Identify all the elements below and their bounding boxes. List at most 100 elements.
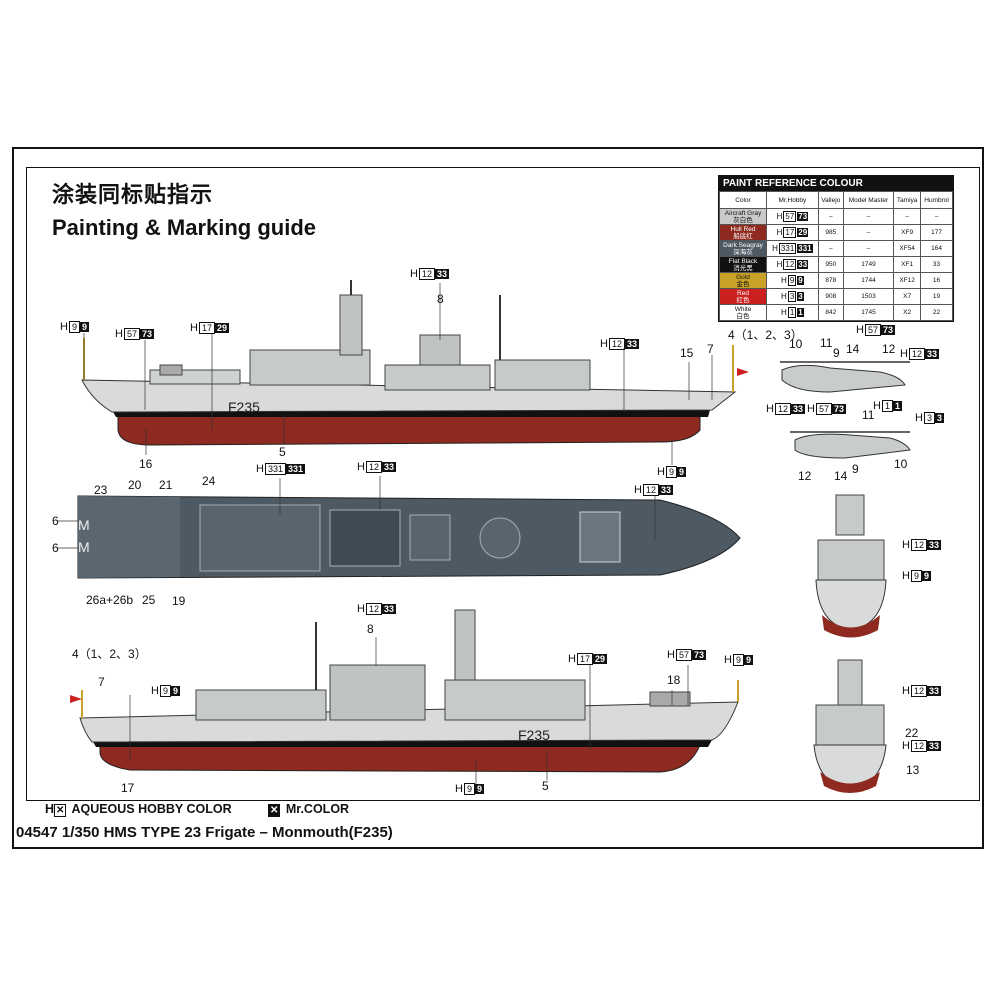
part-label: 5 [542, 779, 549, 793]
paint-reference-table: PAINT REFERENCE COLOUR Color Mr.Hobby Va… [718, 175, 954, 322]
aqueous-legend: H✕ AQUEOUS HOBBY COLOR [45, 802, 232, 817]
part-label: 10 [789, 337, 803, 351]
part-label: 8 [437, 292, 444, 306]
color-name: Red [737, 289, 749, 297]
color-name-cn: 金色 [736, 280, 750, 288]
title-chinese: 涂装同标贴指示 [52, 183, 214, 208]
part-label: 14 [834, 469, 848, 483]
part-label: 11 [820, 336, 833, 350]
part-label: 7 [98, 675, 105, 689]
ship-stern-view [815, 494, 887, 638]
part-label: 9 [833, 346, 840, 360]
ship-side-view-top: F235 [81, 280, 749, 465]
color-swatch: Hull Red 船底红 [719, 224, 767, 241]
part-label: 9 [852, 462, 859, 476]
part-label: 24 [202, 474, 216, 488]
ship-side-view-bottom: F235 [70, 609, 739, 786]
aqueous-prefix: H [45, 802, 55, 816]
part-label: 4（1、2、3） [728, 328, 803, 342]
color-name-cn: 灰白色 [733, 216, 753, 224]
color-name-cn: 深海灰 [733, 248, 753, 256]
part-label: 13 [906, 763, 920, 777]
part-label: 8 [367, 622, 374, 636]
mrcolor-label: Mr.COLOR [285, 802, 350, 816]
part-label: 19 [172, 594, 186, 608]
part-label: 14 [846, 342, 860, 356]
part-label: 23 [94, 483, 108, 497]
tamiya-code: – [893, 208, 922, 225]
part-label: 7 [707, 342, 714, 356]
color-swatch: Dark Seagray 深海灰 [719, 240, 767, 257]
title-english: Painting & Marking guide [52, 215, 317, 240]
part-label: 12 [882, 342, 896, 356]
color-name-cn: 白色 [736, 312, 750, 320]
part-label: 17 [121, 781, 135, 795]
ship-plan-view: M M [57, 476, 741, 579]
humbrol-code: 177 [920, 224, 953, 241]
part-label: 5 [279, 445, 286, 459]
part-label: 15 [680, 346, 694, 360]
box-icon: ✕ [54, 804, 67, 817]
deck-marking-m2: M [78, 539, 90, 555]
color-name-cn: 消光黑 [733, 264, 753, 272]
color-swatch: Red 红色 [719, 288, 767, 305]
part-label: 20 [128, 478, 142, 492]
part-label: 16 [139, 457, 153, 471]
guide-inner-frame [26, 167, 980, 801]
color-swatch: White 白色 [719, 304, 767, 321]
color-name: Dark Seagray [723, 241, 763, 249]
paint-table-heading: PAINT REFERENCE COLOUR [719, 176, 953, 191]
part-label: 18 [667, 673, 681, 687]
aqueous-label: AQUEOUS HOBBY COLOR [71, 802, 232, 816]
part-label: 22 [905, 726, 919, 740]
part-label: 10 [894, 457, 908, 471]
humbrol-code: 22 [920, 304, 953, 321]
part-label: 26a+26b [86, 593, 134, 607]
ship-bow-view [813, 659, 887, 793]
color-name: Gold [736, 273, 750, 281]
mrcolor-legend: ✕ Mr.COLOR [268, 802, 349, 817]
color-name-cn: 船底红 [733, 232, 753, 240]
color-name-cn: 红色 [736, 296, 750, 304]
color-name: Aircraft Gray [724, 209, 762, 217]
helicopter-side-view-top [780, 361, 910, 393]
part-label: 25 [142, 593, 156, 607]
color-swatch: Aircraft Gray 灰白色 [719, 208, 767, 225]
hull-number-bottom: F235 [518, 727, 550, 743]
color-name: Flat Black [728, 257, 758, 265]
hull-number-top: F235 [228, 399, 260, 415]
